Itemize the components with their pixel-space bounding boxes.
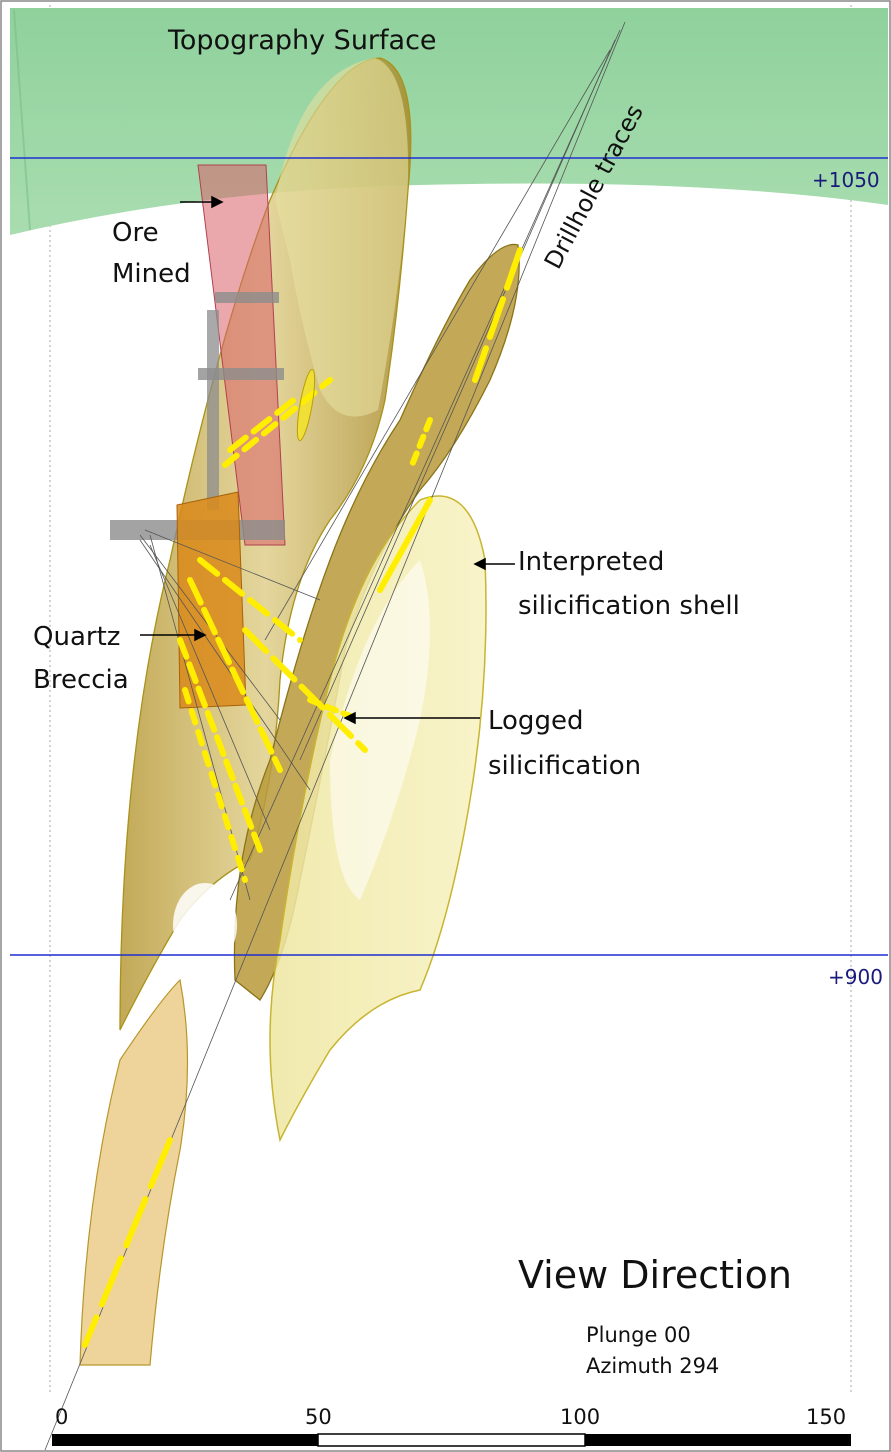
ore-mined-label-line1: Ore [112, 217, 159, 250]
logged-silicification-label-line2: silicification [488, 750, 641, 783]
elevation-label-900: +900 [828, 965, 883, 989]
interpreted-shell-label-line1: Interpreted [518, 546, 664, 579]
interpreted-shell-label-line2: silicification shell [518, 590, 740, 623]
elevation-label-1050: +1050 [812, 168, 880, 192]
mine-level-1 [215, 292, 279, 303]
scale-tick-100: 100 [560, 1405, 600, 1429]
logged-silicification-label-line1: Logged [488, 705, 583, 738]
ore-mined-label-line2: Mined [112, 258, 191, 291]
scale-bar [52, 1434, 851, 1446]
mine-shaft [207, 310, 219, 510]
scale-tick-150: 150 [806, 1405, 846, 1429]
view-direction-title: View Direction [518, 1252, 792, 1300]
quartz-breccia-label-line2: Breccia [33, 664, 129, 697]
scale-tick-0: 0 [55, 1405, 68, 1429]
topography-label: Topography Surface [168, 24, 437, 58]
quartz-breccia-label-line1: Quartz [33, 621, 120, 654]
scale-tick-50: 50 [305, 1405, 332, 1429]
view-plunge: Plunge 00 [586, 1322, 691, 1348]
view-azimuth: Azimuth 294 [586, 1353, 719, 1379]
